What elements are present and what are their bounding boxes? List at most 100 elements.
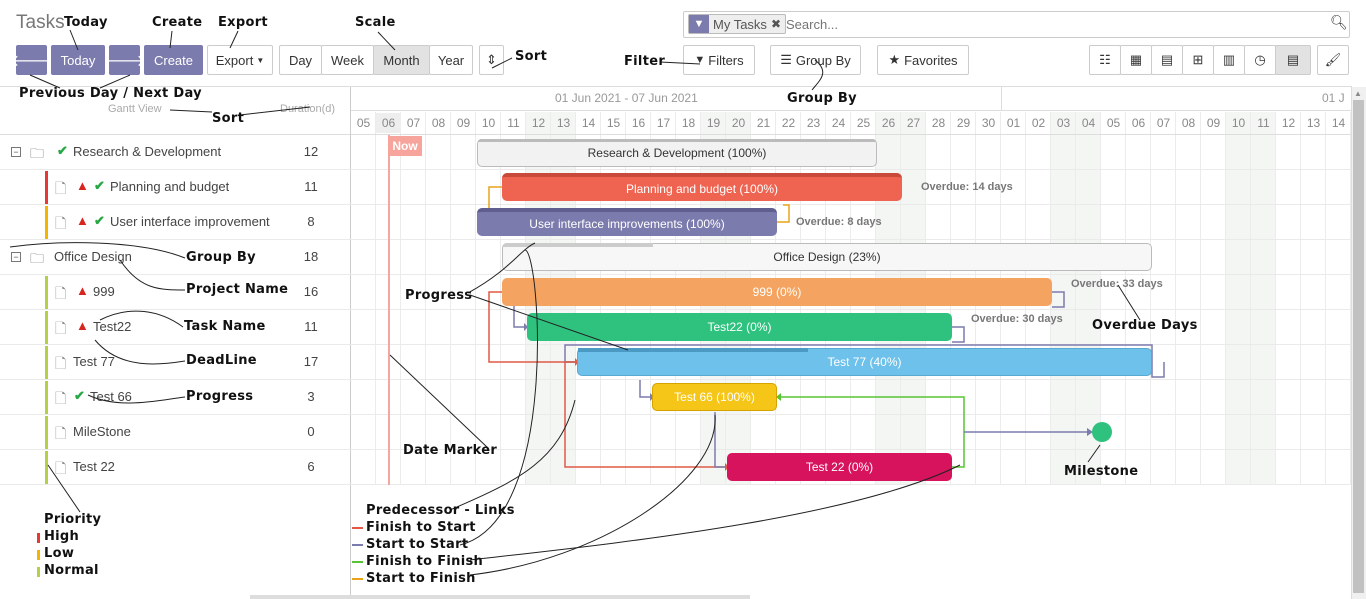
day-label: 15 bbox=[606, 116, 621, 130]
previous-button[interactable]: 🡐 bbox=[10, 45, 53, 75]
filters-button[interactable]: ▼Filters bbox=[683, 45, 755, 75]
gantt-bar[interactable]: Office Design (23%) bbox=[502, 243, 1152, 271]
left-header-border bbox=[0, 134, 350, 135]
collapse-toggle-icon[interactable]: − bbox=[11, 147, 21, 157]
filter-icon: ▼ bbox=[689, 15, 709, 33]
priority-indicator bbox=[45, 416, 48, 449]
pivot-view-icon[interactable]: ⊞ bbox=[1182, 45, 1214, 75]
annotation-scale: Scale bbox=[355, 15, 396, 30]
scrollbar-thumb[interactable] bbox=[1353, 100, 1364, 593]
file-icon: 🗋 bbox=[55, 355, 67, 371]
collapse-toggle-icon[interactable]: − bbox=[11, 252, 21, 262]
day-label: 28 bbox=[931, 116, 946, 130]
gantt-bar[interactable]: Research & Development (100%) bbox=[477, 139, 877, 167]
duration-value: 12 bbox=[303, 144, 319, 159]
scale-day-button[interactable]: Day bbox=[279, 45, 322, 75]
kanban-view-icon[interactable]: ▦ bbox=[1120, 45, 1152, 75]
export-button[interactable]: Export▼ bbox=[207, 45, 273, 75]
annotation-line bbox=[169, 30, 173, 49]
scale-month-button[interactable]: Month bbox=[373, 45, 430, 75]
warning-icon: ▲ bbox=[76, 283, 89, 298]
search-facet[interactable]: ▼ My Tasks ✖ bbox=[688, 14, 786, 34]
annotation-line bbox=[659, 61, 701, 65]
grid-line bbox=[1300, 112, 1301, 485]
day-label: 08 bbox=[1181, 116, 1196, 130]
annotation-deadline: DeadLine bbox=[186, 353, 257, 368]
gantt-bar[interactable]: Planning and budget (100%) bbox=[502, 173, 902, 201]
legend-ss-swatch bbox=[352, 544, 363, 546]
calendar-view-icon[interactable]: ▤ bbox=[1151, 45, 1183, 75]
next-button[interactable]: 🡒 bbox=[103, 45, 146, 75]
funnel-icon: ▼ bbox=[694, 54, 706, 66]
now-marker-line bbox=[388, 135, 390, 485]
day-label: 14 bbox=[581, 116, 596, 130]
remove-facet-icon[interactable]: ✖ bbox=[770, 17, 781, 31]
grid-line bbox=[1125, 112, 1126, 485]
scale-year-button[interactable]: Year bbox=[429, 45, 473, 75]
task-name[interactable]: Test22 bbox=[93, 319, 132, 334]
link-fs-999-77 bbox=[488, 291, 575, 363]
bar-label: Office Design (23%) bbox=[773, 250, 881, 264]
legend-normal-swatch bbox=[37, 567, 40, 577]
create-button[interactable]: Create bbox=[144, 45, 203, 75]
task-name[interactable]: Test 22 bbox=[73, 459, 115, 474]
day-label: 02 bbox=[1031, 116, 1046, 130]
day-label: 13 bbox=[1306, 116, 1321, 130]
task-name[interactable]: Test 66 bbox=[90, 389, 132, 404]
annotation-line bbox=[169, 106, 311, 116]
task-name[interactable]: MileStone bbox=[73, 424, 131, 439]
project-name[interactable]: Office Design bbox=[54, 249, 132, 264]
day-label: 24 bbox=[831, 116, 846, 130]
day-label: 26 bbox=[881, 116, 896, 130]
priority-indicator bbox=[45, 451, 48, 484]
search-input[interactable] bbox=[786, 14, 1316, 35]
annotation-line bbox=[1087, 444, 1101, 463]
grid-line bbox=[1200, 112, 1201, 485]
caret-down-icon: ▼ bbox=[256, 55, 265, 65]
annotation-prev-next: Previous Day / Next Day bbox=[19, 86, 202, 101]
today-button[interactable]: Today bbox=[51, 45, 105, 75]
annotation-line bbox=[467, 242, 536, 294]
sort-button[interactable]: ⇕ bbox=[479, 45, 504, 75]
legend-sf-swatch bbox=[352, 578, 363, 580]
annotation-overdue-days: Overdue Days bbox=[1092, 318, 1198, 333]
gantt-bar[interactable]: Test22 (0%) bbox=[527, 313, 952, 341]
gantt-bar[interactable]: User interface improvements (100%) bbox=[477, 208, 777, 236]
day-label: 12 bbox=[531, 116, 546, 130]
now-marker-label: Now bbox=[388, 136, 422, 156]
search-icon[interactable]: 🔍︎ bbox=[1330, 14, 1348, 30]
gantt-bar[interactable]: Test 66 (100%) bbox=[652, 383, 777, 411]
link-ss-66-22 bbox=[714, 412, 727, 468]
horizontal-scrollbar[interactable] bbox=[250, 595, 750, 599]
bar-label: 999 (0%) bbox=[752, 285, 802, 299]
favorites-button[interactable]: ★Favorites bbox=[877, 45, 969, 75]
task-name[interactable]: Test 77 bbox=[73, 354, 115, 369]
row-line bbox=[0, 414, 1351, 415]
scroll-up-icon[interactable]: ▲ bbox=[1354, 89, 1362, 98]
gantt-bar[interactable]: 999 (0%) bbox=[502, 278, 1052, 306]
gantt-bar[interactable]: Test 22 (0%) bbox=[727, 453, 952, 481]
task-name[interactable]: 999 bbox=[93, 284, 115, 299]
annotation-line bbox=[469, 414, 716, 576]
annotation-sort-top: Sort bbox=[515, 49, 548, 64]
gantt-bar[interactable]: Test 77 (40%) bbox=[577, 348, 1152, 376]
task-name[interactable]: Planning and budget bbox=[110, 179, 230, 194]
day-label: 27 bbox=[906, 116, 921, 130]
folder-icon: 🗀 bbox=[30, 250, 44, 266]
annotation-task-name: Task Name bbox=[184, 319, 266, 334]
customize-icon[interactable]: 🖌︎ bbox=[1317, 45, 1349, 75]
overdue-label: Overdue: 14 days bbox=[921, 181, 1013, 193]
task-name[interactable]: User interface improvement bbox=[110, 214, 270, 229]
file-icon: 🗋 bbox=[55, 285, 67, 301]
search-box[interactable] bbox=[683, 11, 1350, 38]
duration-header[interactable]: Duration(d) bbox=[280, 103, 336, 115]
milestone-marker[interactable] bbox=[1092, 422, 1112, 442]
annotation-project-name: Project Name bbox=[186, 282, 289, 297]
duration-value: 18 bbox=[303, 249, 319, 264]
legend-low: Low bbox=[44, 546, 75, 561]
project-name[interactable]: Research & Development bbox=[73, 144, 222, 159]
gantt-view-icon[interactable]: ▤ bbox=[1275, 45, 1311, 75]
grid-line bbox=[1075, 112, 1076, 485]
link-ss-66 bbox=[639, 380, 652, 398]
list-view-icon[interactable]: ☷ bbox=[1089, 45, 1121, 75]
